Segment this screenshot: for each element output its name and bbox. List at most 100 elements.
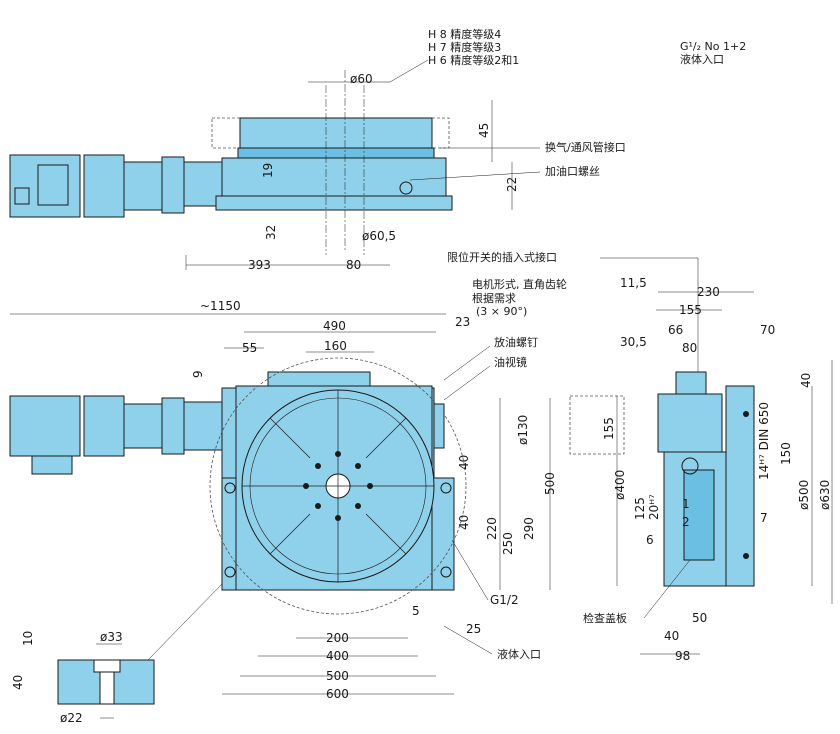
label-limit-switch: 限位开关的插入式接口 xyxy=(447,250,557,264)
dim-45: 45 xyxy=(477,123,491,138)
end-gear-box xyxy=(657,393,723,453)
dim-125: 125 xyxy=(633,497,647,520)
plan-motor-terminal xyxy=(31,455,73,475)
dim-500v: 500 xyxy=(543,472,557,495)
side-housing xyxy=(221,157,447,197)
dim-80: 80 xyxy=(682,341,697,355)
side-table-top xyxy=(239,117,433,149)
plan-bolt-ml xyxy=(224,482,236,494)
dim-20h7: 20ᴴ⁷ xyxy=(647,494,661,520)
dim-d22: ø22 xyxy=(60,711,83,725)
side-oil-screw xyxy=(399,181,413,195)
side-motor-box xyxy=(37,164,69,206)
plan-gear-shaft xyxy=(123,403,163,449)
dim-290: 290 xyxy=(522,517,536,540)
end-ghost-motor xyxy=(569,395,625,455)
detail-slot-top xyxy=(93,659,121,673)
dim-d500: ø500 xyxy=(797,480,811,510)
dim-5: 5 xyxy=(412,604,420,618)
label-fluid-inlet: 液体入口 xyxy=(497,647,541,661)
side-table-ring xyxy=(237,147,435,159)
label-oil-screw: 加油口螺丝 xyxy=(545,164,600,178)
dim-19: 19 xyxy=(261,163,275,178)
end-table-plate xyxy=(725,385,755,587)
dim-155h: 155 xyxy=(679,303,702,317)
label-port-2: 2 xyxy=(682,515,690,529)
dim-155v: 155 xyxy=(602,417,616,440)
precision-notes: H 8 精度等级4 H 7 精度等级3 H 6 精度等级2和1 G¹/₂ No … xyxy=(428,27,746,67)
side-motor-terminal xyxy=(14,187,30,205)
dim-500: 500 xyxy=(326,669,349,683)
dim-d630: ø630 xyxy=(818,480,832,510)
plan-swing-circle xyxy=(209,357,467,615)
dim-d130: ø130 xyxy=(516,415,530,445)
dim-50: 50 xyxy=(692,611,707,625)
label-motor-3: (3 × 90°) xyxy=(476,305,527,318)
plan-view: ~1150 490 23 55 160 9 xyxy=(9,277,567,701)
dim-250: 250 xyxy=(501,532,515,555)
plan-coupling xyxy=(161,397,185,455)
label-sight-glass: 油视镜 xyxy=(494,355,527,369)
precision-note-3: H 6 精度等级2和1 xyxy=(428,53,519,67)
dim-40b: 40 xyxy=(457,515,471,530)
dim-66: 66 xyxy=(668,323,683,337)
dim-393: 393 xyxy=(248,258,271,272)
dim-40: 40 xyxy=(11,675,25,690)
dim-70: 70 xyxy=(760,323,775,337)
dim-40b: 40 xyxy=(664,629,679,643)
dim-9: 9 xyxy=(191,370,205,378)
precision-note-2: H 7 精度等级3 xyxy=(428,40,501,54)
dim-d60-5: ø60,5 xyxy=(362,229,396,243)
label-vent: 换气/通风管接口 xyxy=(545,140,626,154)
dim-22: 22 xyxy=(505,177,519,192)
side-view: ø60 45 22 19 32 ø60,5 393 80 换气/通风管接口 加油… xyxy=(9,59,626,272)
dim-600: 600 xyxy=(326,687,349,701)
dim-d33: ø33 xyxy=(100,630,123,644)
dim-11-5: 11,5 xyxy=(620,276,647,290)
dim-14h7: 14ᴴ⁷ DIN 650 xyxy=(757,402,771,480)
plan-motor-housing xyxy=(9,395,81,457)
detail-slot-bottom xyxy=(99,671,115,705)
end-view: 限位开关的插入式接口 11,5 230 155 66 70 30,5 80 1 … xyxy=(447,250,833,663)
dim-160: 160 xyxy=(324,339,347,353)
plan-bolt-br xyxy=(440,566,452,578)
plan-bolt-mr xyxy=(440,482,452,494)
end-oil-gauge xyxy=(681,457,699,475)
dim-40a: 40 xyxy=(457,455,471,470)
label-port-1: 1 xyxy=(682,497,690,511)
side-gear-shaft xyxy=(123,161,163,211)
dim-150: 150 xyxy=(779,442,793,465)
dim-6: 6 xyxy=(646,533,654,547)
dim-490: 490 xyxy=(323,319,346,333)
dim-10: 10 xyxy=(21,631,35,646)
label-drain-screw: 放油螺钉 xyxy=(494,335,538,349)
dim-220: 220 xyxy=(485,517,499,540)
dim-40-top: 40 xyxy=(799,373,813,388)
plan-adapter xyxy=(183,401,225,451)
end-limit-switch-block xyxy=(675,371,707,395)
fluid-inlet-label: 液体入口 xyxy=(680,52,724,66)
dim-d400: ø400 xyxy=(613,470,627,500)
side-coupling xyxy=(161,156,185,214)
dim-32: 32 xyxy=(264,225,278,240)
dim-30-5: 30,5 xyxy=(620,335,647,349)
dim-80: 80 xyxy=(346,258,361,272)
side-base xyxy=(215,195,453,211)
dim-98: 98 xyxy=(675,649,690,663)
end-inspection-cover xyxy=(683,469,715,561)
side-gear-housing xyxy=(83,154,125,218)
dim-400: 400 xyxy=(326,649,349,663)
dim-25: 25 xyxy=(466,622,481,636)
dim-7: 7 xyxy=(760,511,768,525)
dim-d60: ø60 xyxy=(350,72,373,86)
precision-note-1: H 8 精度等级4 xyxy=(428,27,501,41)
dim-230: 230 xyxy=(697,285,720,299)
label-motor-1: 电机形式, 直角齿轮 xyxy=(472,277,567,291)
fluid-inlet-spec: G¹/₂ No 1+2 xyxy=(680,40,746,53)
dim-55: 55 xyxy=(242,341,257,355)
slot-detail: ø33 10 40 ø22 xyxy=(11,583,223,725)
label-motor-2: 根据需求 xyxy=(472,291,516,305)
label-g12: G1/2 xyxy=(490,593,519,607)
